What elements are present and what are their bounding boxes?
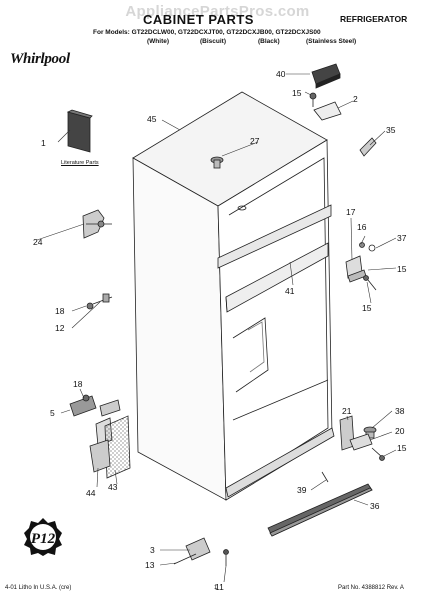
callout-15: 15 <box>362 303 372 313</box>
callout-15: 15 <box>397 443 407 453</box>
model-color: (Black) <box>258 38 280 45</box>
callout-40: 40 <box>276 69 286 79</box>
callout-18: 18 <box>73 379 83 389</box>
callout-45: 45 <box>147 114 157 124</box>
callout-2: 2 <box>353 94 358 104</box>
page-badge: P12 <box>23 517 63 557</box>
page-title: CABINET PARTS <box>143 12 254 27</box>
badge-label: P12 <box>31 531 56 547</box>
callout-15: 15 <box>292 88 302 98</box>
models-prefix: For Models: <box>93 29 130 36</box>
model-color: (Biscuit) <box>200 38 226 45</box>
callout-15: 15 <box>397 264 407 274</box>
toe-grille-part <box>267 483 373 537</box>
models-line: For Models: GT22DCLW00, GT22DCXJT00, GT2… <box>93 29 321 36</box>
top-hinge-cover-part <box>311 63 341 89</box>
center-hinge-part <box>345 242 377 291</box>
callout-37: 37 <box>397 233 407 243</box>
footer-page-number: 1 <box>214 585 218 591</box>
model-number: GT22DCXJB00 <box>226 29 272 36</box>
callout-36: 36 <box>370 501 380 511</box>
callout-11: 11 <box>215 582 224 592</box>
bracket-part <box>89 439 111 473</box>
model-color: (White) <box>147 38 170 45</box>
screw-part <box>321 471 329 483</box>
lower-right-hinge-part <box>339 415 385 461</box>
literature-parts-label: Literature Parts <box>61 160 99 166</box>
leveling-leg-part <box>173 537 229 566</box>
callout-41: 41 <box>285 286 295 296</box>
top-hinge-part <box>313 101 342 121</box>
model-number: GT22DCXJT00 <box>177 29 223 36</box>
callout-20: 20 <box>395 426 405 436</box>
screw-part <box>86 293 113 310</box>
screw-part <box>309 92 317 107</box>
callout-12: 12 <box>55 323 65 333</box>
leader-lines <box>36 73 397 583</box>
footer-part-number: Part No. 4388812 Rev. A <box>338 585 404 591</box>
callout-13: 13 <box>145 560 155 570</box>
door-stop-part <box>359 137 377 157</box>
callout-18: 18 <box>55 306 65 316</box>
callout-38: 38 <box>395 406 405 416</box>
brand-logo: Whirlpool <box>10 51 70 67</box>
model-number: GT22DCLW00 <box>131 29 175 36</box>
callout-27: 27 <box>250 136 260 146</box>
callout-1: 1 <box>41 138 46 148</box>
callout-21: 21 <box>342 406 352 416</box>
footer-litho: 4-01 Litho In U.S.A. (cre) <box>5 585 72 591</box>
callout-17: 17 <box>346 207 356 217</box>
top-plug-part <box>210 156 224 169</box>
cabinet-body <box>132 91 335 501</box>
page-subtitle: REFRIGERATOR <box>340 14 408 24</box>
callout-44: 44 <box>86 488 96 498</box>
callout-43: 43 <box>108 482 118 492</box>
callout-35: 35 <box>386 125 396 135</box>
watermark: AppliancePartsPros.com <box>125 3 310 20</box>
callout-3: 3 <box>150 545 155 555</box>
bracket-part <box>82 209 112 239</box>
callout-24: 24 <box>33 237 43 247</box>
callout-16: 16 <box>357 222 367 232</box>
callout-5: 5 <box>50 408 55 418</box>
callout-39: 39 <box>297 485 307 495</box>
model-number: GT22DCXJS00 <box>275 29 321 36</box>
literature-part <box>66 109 93 153</box>
model-color: (Stainless Steel) <box>306 38 357 45</box>
